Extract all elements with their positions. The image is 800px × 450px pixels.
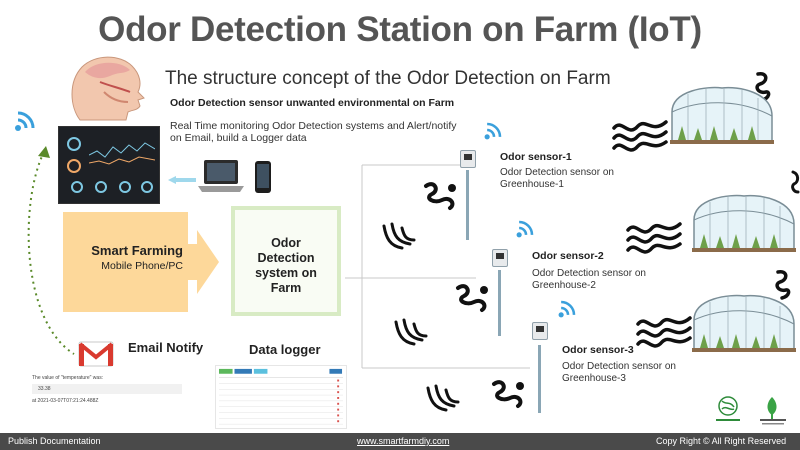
arrow-left-icon — [168, 176, 196, 184]
odor-squiggle-icon — [775, 270, 791, 300]
wifi-icon — [484, 122, 502, 140]
sensor-device-icon — [492, 249, 508, 267]
gmail-icon — [78, 341, 114, 367]
wifi-icon — [15, 111, 35, 131]
email-preview-line: The value of "temperature" was: — [32, 375, 104, 381]
gauge-icon — [67, 137, 81, 151]
footer-website-link[interactable]: www.smartfarmdiy.com — [357, 436, 450, 446]
sensor-device-icon — [460, 150, 476, 168]
gauge-icon — [67, 159, 81, 173]
phone-icon — [255, 161, 271, 193]
sensor-device-icon — [532, 322, 548, 340]
arrow-right-icon — [187, 230, 219, 294]
email-preview-value: 33.38 — [38, 386, 51, 392]
odor-squiggle-icon — [755, 72, 771, 102]
greenhouse-icon — [670, 86, 774, 144]
greenhouse-icon — [692, 294, 796, 352]
sensor-1-name: Odor sensor-1 — [500, 151, 572, 163]
page-subtitle: The structure concept of the Odor Detect… — [165, 68, 611, 89]
odor-squiggle-icon — [791, 170, 800, 194]
odor-squiggle-icon — [424, 182, 456, 210]
gauge-icon — [71, 181, 83, 193]
sensor-3-name: Odor sensor-3 — [562, 344, 634, 356]
sensor-pole — [538, 345, 541, 413]
head-anatomy-icon — [71, 56, 145, 121]
sensor-pole — [498, 270, 501, 336]
sensor-1-desc: Odor Detection sensor on Greenhouse-1 — [500, 167, 614, 190]
brand-logos — [716, 396, 786, 425]
odor-squiggle-icon — [382, 222, 416, 250]
odor-system-box: Odor Detection system on Farm — [231, 206, 341, 316]
odor-squiggle-icon — [626, 222, 682, 254]
odor-squiggle-icon — [492, 380, 524, 408]
smart-farming-subtitle: Mobile Phone/PC — [101, 260, 183, 272]
smart-farming-title: Smart Farming — [91, 243, 183, 258]
odor-squiggle-icon — [426, 384, 460, 412]
sensor-3-desc: Odor Detection sensor on Greenhouse-3 — [562, 361, 676, 384]
gauge-icon — [141, 181, 153, 193]
odor-squiggle-icon — [612, 120, 668, 152]
email-notify-label: Email Notify — [128, 340, 204, 355]
email-preview-value-box: 33.38 — [32, 384, 182, 394]
footer-copyright: Copy Right © All Right Reserved — [656, 436, 787, 446]
greenhouse-icon — [692, 194, 796, 252]
footer-bar: Publish Documentation www.smartfarmdiy.c… — [0, 433, 800, 450]
sensor-2-name: Odor sensor-2 — [532, 250, 604, 262]
sensor-2-desc: Odor Detection sensor on Greenhouse-2 — [532, 268, 646, 291]
dashboard-chart — [89, 142, 155, 165]
odor-squiggle-icon — [394, 318, 428, 346]
smart-farming-box — [63, 212, 188, 312]
data-logger-table — [215, 365, 347, 429]
laptop-icon — [198, 160, 244, 192]
footer-left-text: Publish Documentation — [8, 436, 101, 446]
odor-system-label: Odor Detection system on Farm — [255, 236, 317, 295]
gauge-icon — [95, 181, 107, 193]
page-title: Odor Detection Station on Farm (IoT) — [98, 10, 702, 49]
email-preview-timestamp: at 2021-03-07T07:21:24.488Z — [32, 398, 99, 404]
odor-squiggle-icon — [456, 284, 488, 312]
overview-heading: Odor Detection sensor unwanted environme… — [170, 97, 455, 109]
gauge-icon — [119, 181, 131, 193]
sensor-pole — [466, 170, 469, 240]
odor-squiggle-icon — [636, 316, 692, 348]
overview-description: Real Time monitoring Odor Detection syst… — [170, 120, 457, 144]
wifi-icon — [558, 300, 576, 318]
data-logger-label: Data logger — [249, 342, 321, 357]
wifi-icon — [516, 220, 534, 238]
dashboard-screen — [58, 126, 160, 204]
